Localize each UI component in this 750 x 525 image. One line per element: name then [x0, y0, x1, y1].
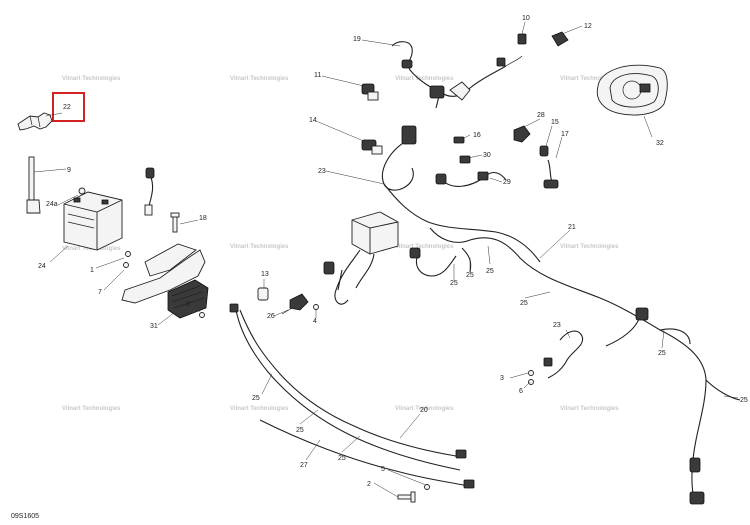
leader-lines: [33, 21, 739, 498]
callout-27[interactable]: 27: [300, 462, 308, 469]
callout-32[interactable]: 32: [656, 140, 664, 147]
callout-25[interactable]: 25: [520, 300, 528, 307]
watermarks: Vilnart Technologies Vilnart Technologie…: [62, 76, 619, 412]
part-15-bulb[interactable]: [539, 145, 549, 157]
part-8-bolt[interactable]: [199, 312, 205, 318]
callout-25[interactable]: 25: [740, 397, 748, 404]
part-22-bracket[interactable]: [17, 112, 53, 131]
part-32-gauge[interactable]: [596, 64, 668, 116]
part-10-connector[interactable]: [517, 33, 527, 45]
callout-20[interactable]: 20: [420, 407, 428, 414]
callout-25[interactable]: 25: [252, 395, 260, 402]
part-24a-bolt[interactable]: [78, 187, 86, 195]
callout-17[interactable]: 17: [561, 131, 569, 138]
watermark: Vilnart Technologies: [230, 76, 289, 82]
callout-11[interactable]: 11: [314, 72, 321, 79]
callout-22[interactable]: 22: [63, 104, 71, 111]
callout-14[interactable]: 14: [309, 117, 317, 124]
part-7-bracket[interactable]: [121, 243, 206, 304]
watermark: Vilnart Technologies: [560, 76, 619, 82]
callout-31[interactable]: 31: [150, 323, 158, 330]
callout-19[interactable]: 19: [353, 36, 361, 43]
part-6-nut[interactable]: [528, 379, 534, 385]
part-18-screw[interactable]: [170, 212, 180, 233]
callout-13[interactable]: 13: [261, 271, 269, 278]
watermark: Vilnart Technologies: [62, 76, 121, 82]
callout-5[interactable]: 5: [381, 466, 385, 473]
callout-28[interactable]: 28: [537, 112, 545, 119]
part-30-connector[interactable]: [459, 155, 471, 164]
part-23-lower-harness[interactable]: [543, 330, 584, 379]
callout-25[interactable]: 25: [658, 350, 666, 357]
callout-16[interactable]: 16: [473, 132, 481, 139]
watermark: Vilnart Technologies: [395, 406, 454, 412]
part-19-harness[interactable]: [391, 41, 523, 109]
part-16-sensor[interactable]: [453, 136, 465, 144]
callout-25[interactable]: 25: [466, 272, 474, 279]
part-29-harness[interactable]: [435, 171, 507, 187]
callout-2[interactable]: 2: [367, 481, 371, 488]
callout-6[interactable]: 6: [519, 388, 523, 395]
watermark: Vilnart Technologies: [395, 76, 454, 82]
part-9-strap[interactable]: [26, 156, 41, 214]
part-20-cable[interactable]: [259, 419, 475, 489]
callout-10[interactable]: 10: [522, 15, 530, 22]
part-17-harness[interactable]: [543, 159, 559, 189]
part-5-screw[interactable]: [424, 484, 430, 490]
part-26-relay[interactable]: [281, 293, 309, 315]
drawing-code: 09S1605: [11, 513, 40, 520]
callout-4[interactable]: 4: [313, 318, 317, 325]
callout-21[interactable]: 21: [568, 224, 576, 231]
callout-30[interactable]: 30: [483, 152, 491, 159]
part-1-screw[interactable]: [123, 251, 131, 268]
callout-25[interactable]: 25: [296, 427, 304, 434]
callouts: 22 9 24a 24 1 7 18 8 31 13 26 4 19 10 12…: [38, 15, 748, 488]
callout-25[interactable]: 25: [450, 280, 458, 287]
callout-25[interactable]: 25: [486, 268, 494, 275]
part-24-battery[interactable]: [63, 191, 123, 251]
fuse-box-harness[interactable]: [323, 211, 472, 305]
callout-15[interactable]: 15: [551, 119, 559, 126]
callout-3[interactable]: 3: [500, 375, 504, 382]
part-14-connector[interactable]: [361, 139, 383, 155]
part-4-screw[interactable]: [313, 304, 319, 310]
watermark: Vilnart Technologies: [62, 406, 121, 412]
watermark: Vilnart Technologies: [395, 244, 454, 250]
callout-23-lower[interactable]: 23: [553, 322, 561, 329]
callout-24a[interactable]: 24a: [46, 201, 58, 208]
watermark: Vilnart Technologies: [560, 244, 619, 250]
callout-23[interactable]: 23: [318, 168, 326, 175]
part-12-connector[interactable]: [551, 31, 569, 47]
part-3-screw[interactable]: [528, 370, 534, 376]
watermark: Vilnart Technologies: [230, 406, 289, 412]
callout-8[interactable]: 8: [186, 301, 190, 308]
part-11-connector[interactable]: [361, 83, 379, 101]
callout-7[interactable]: 7: [98, 289, 102, 296]
part-21-harness[interactable]: [429, 227, 741, 505]
watermark: Vilnart Technologies: [560, 406, 619, 412]
part-2-bolt[interactable]: [397, 491, 416, 503]
part-28-switch[interactable]: [513, 125, 531, 143]
callout-9[interactable]: 9: [67, 167, 71, 174]
callout-25[interactable]: 25: [338, 455, 346, 462]
callout-26[interactable]: 26: [267, 313, 275, 320]
part-23-main-harness[interactable]: [382, 125, 541, 263]
battery-cable[interactable]: [144, 167, 155, 216]
callout-24[interactable]: 24: [38, 263, 46, 270]
part-27-cable[interactable]: [229, 303, 467, 471]
callout-1[interactable]: 1: [90, 267, 94, 274]
highlight-box-22: [52, 92, 85, 122]
watermark: Vilnart Technologies: [230, 244, 289, 250]
callout-29[interactable]: 29: [503, 179, 511, 186]
callout-18[interactable]: 18: [199, 215, 207, 222]
callout-12[interactable]: 12: [584, 23, 592, 30]
part-13-fuse[interactable]: [257, 287, 269, 301]
